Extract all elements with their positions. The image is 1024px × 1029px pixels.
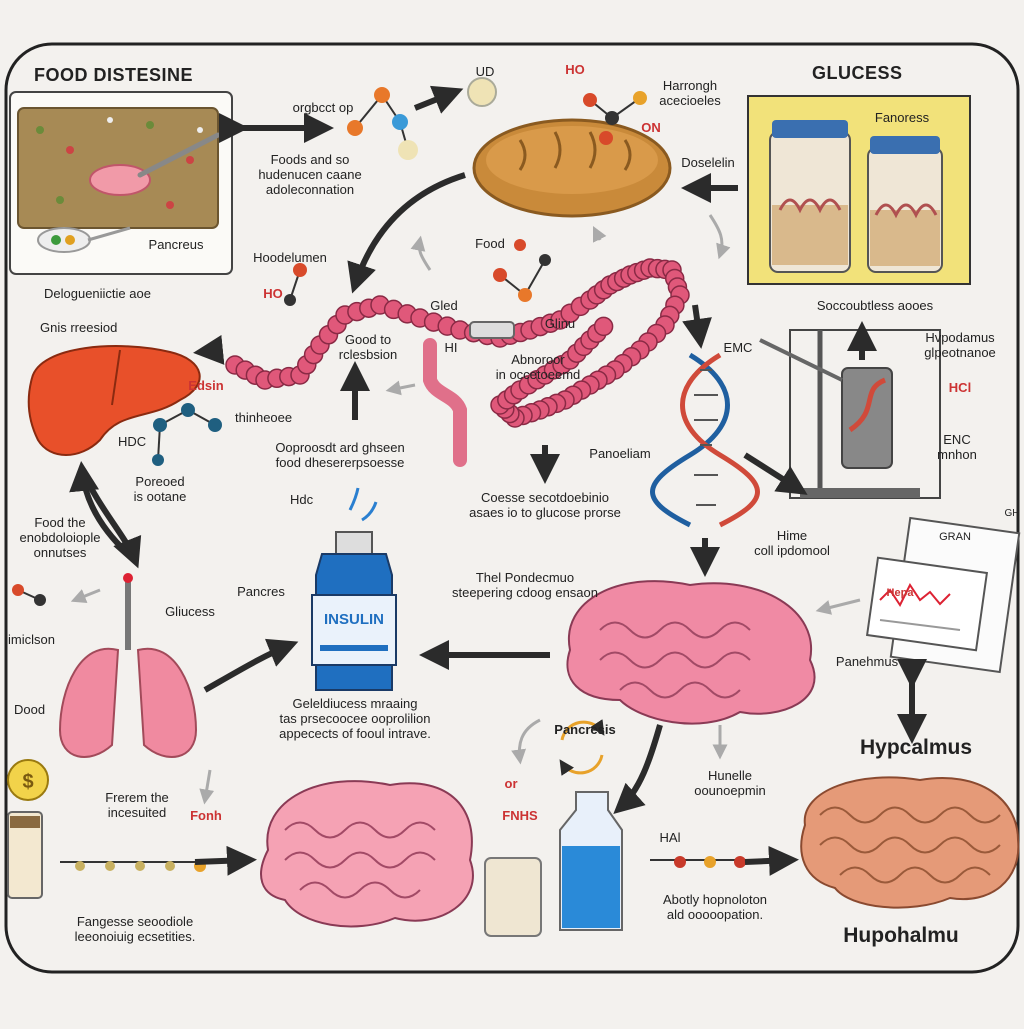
fnhs-label: FNHS — [502, 808, 538, 823]
hypcalmus-label: Hypcalmus — [859, 736, 973, 759]
hcl-label: HCl — [948, 380, 972, 395]
tube-icon — [423, 338, 467, 467]
hypothalamus-small-label: Hvpodamus glpeotnanoe — [924, 330, 996, 360]
lab-stand-icon — [759, 329, 941, 499]
brain-icon — [260, 780, 474, 928]
cycle-arrows — [559, 719, 605, 776]
gn-reated-label: Gnis rreesiod — [40, 320, 118, 335]
doseletin-label: Doselelin — [681, 155, 735, 170]
hime-label: Hime coll ipdomool — [754, 528, 830, 558]
good-to-label: Good to rclesbsion — [338, 332, 398, 362]
intestine-icon — [225, 258, 690, 428]
molecule-icon — [493, 239, 551, 302]
liver-icon — [27, 345, 201, 456]
food-tray-caption: Pancreus — [148, 237, 204, 252]
secretions-label: Soccoubtless aooes — [816, 298, 934, 313]
hd-top-label: Hdc — [290, 492, 314, 507]
syringe-icon — [469, 321, 515, 339]
molecule-icon — [650, 856, 760, 868]
molecule-icon — [284, 263, 307, 306]
ho-mid-label: HO — [263, 286, 283, 301]
frerem-label: Frerem the incesuited — [105, 790, 169, 820]
beaker-icon — [7, 791, 623, 937]
pancreasis-label: Pancresis — [554, 722, 616, 737]
hdc-label: HDC — [118, 434, 147, 449]
the-pancreas-label: Thel Pondecmuo steepering cdoog ensaon — [451, 570, 598, 600]
tray-of-food-icon — [9, 91, 233, 275]
faint-arrows — [70, 214, 861, 805]
flow-arrows — [69, 85, 927, 876]
poreced-label: Poreoed is ootane — [133, 474, 187, 504]
edsin-label: Edsin — [188, 378, 224, 393]
dood-label: Dood — [14, 702, 46, 717]
food-the-label: Food the enobdoloiople onnutses — [19, 515, 101, 560]
gnan-label: GRAN — [939, 531, 971, 543]
food-mid-label: Food — [475, 236, 505, 251]
gh-label: GH — [1004, 508, 1020, 519]
jar-icon — [747, 95, 971, 285]
insulin-bottle-icon — [311, 487, 397, 691]
insulin-label: INSULIN — [324, 611, 384, 628]
on-label: ON — [641, 120, 661, 135]
hpa-label: Hepa — [886, 587, 914, 599]
pancres-label: Pancres — [237, 584, 285, 599]
hunelle-label: Hunelle oounoepmin — [694, 768, 766, 798]
coin-icon: $ — [7, 759, 49, 801]
molecule-icon — [583, 91, 647, 145]
imiflison-label: imiclson — [8, 632, 55, 647]
title-food-digestion: FOOD DISTESINE — [34, 65, 194, 85]
abnorcol-label: Abnoroor in occetoeemd — [495, 352, 581, 382]
dna-helix-icon — [650, 352, 760, 528]
compound-label: Ooproosdt ard ghseen food dhesererpsoess… — [275, 440, 405, 470]
enc-mnhon-label: ENC mnhon — [937, 432, 977, 462]
coesse-label: Coesse secotdoebinio asaes io to glucose… — [469, 490, 621, 520]
foods-and-label: Foods and so hudenucen caane adoleconnat… — [258, 152, 362, 197]
harmongh-label: Harrongh acecioeles — [659, 78, 721, 108]
gliucess-label: Gliucess — [165, 604, 215, 619]
or-label: or — [504, 776, 518, 791]
diagram-frame — [4, 42, 1020, 974]
molecule-icon — [12, 584, 46, 606]
thinheobe-label: thinheoee — [235, 410, 293, 425]
panehmus-label: Panehmus — [835, 654, 899, 669]
lungs-icon — [58, 573, 198, 758]
jar-label: Fanoress — [874, 110, 930, 125]
hypothalamus-icon — [800, 776, 1020, 909]
intestine-segment — [593, 316, 614, 337]
gliru-label: Glinu — [544, 316, 576, 331]
hypohalmu-label: Hupohalmu — [843, 924, 959, 947]
hodduler-label: Hoodelumen — [253, 250, 327, 265]
gelebdences-label: Geleldiucess mraaing tas prsecoocee oopr… — [279, 696, 431, 741]
molecule-icon — [347, 77, 497, 160]
emc-label: EMC — [723, 340, 753, 355]
molecule-icon — [60, 860, 210, 872]
molecule-icon — [152, 403, 222, 466]
food-digestion-text: Delogueniictie aoe — [44, 286, 151, 301]
brain-icon — [566, 580, 816, 725]
panoeliam-label: Panoeliam — [589, 446, 651, 461]
abotly-label: Abotly hopnoloton ald ooooopation. — [662, 892, 768, 922]
title-glucose: GLUCESS — [812, 63, 903, 83]
h-small-label: HAl — [659, 830, 681, 845]
hi-label: HI — [444, 340, 458, 355]
ho-top-label: HO — [565, 62, 585, 77]
ud-label: UD — [475, 64, 495, 79]
fangesse-label: Fangesse seoodiole leeonoiuig ecsetities… — [74, 914, 196, 944]
svg-text:$: $ — [22, 771, 33, 793]
fonh-label: Fonh — [190, 808, 222, 823]
gled-label: Gled — [430, 298, 458, 313]
bread-icon — [472, 118, 672, 218]
molecule-top-label: orgbcct op — [292, 100, 354, 115]
document-icon — [865, 516, 1021, 674]
